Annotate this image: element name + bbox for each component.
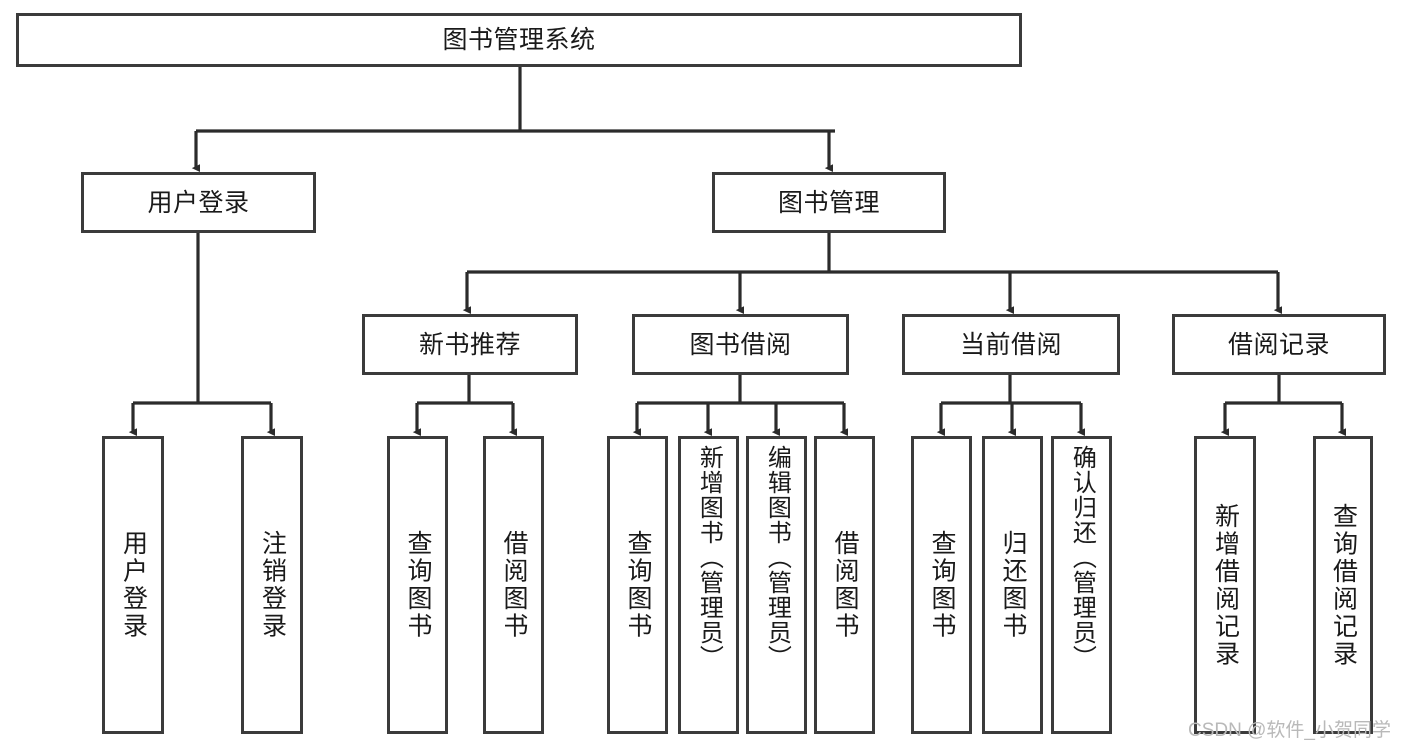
node-label: 当前借阅 — [959, 330, 1062, 359]
leaf-add-book-admin[interactable]: 新增图书（管理员） — [678, 436, 739, 734]
node-label: 归还图书 — [999, 530, 1027, 640]
node-label: 查询图书 — [404, 530, 432, 640]
node-borrow-record[interactable]: 借阅记录 — [1172, 314, 1386, 375]
leaf-logout[interactable]: 注销登录 — [241, 436, 303, 734]
node-label: 用户登录 — [119, 530, 148, 640]
leaf-user-login[interactable]: 用户登录 — [102, 436, 164, 734]
node-label: 查询图书 — [624, 530, 652, 640]
node-current-borrow[interactable]: 当前借阅 — [902, 314, 1120, 375]
node-label: 图书借阅 — [689, 330, 792, 359]
leaf-borrow-book[interactable]: 借阅图书 — [814, 436, 875, 734]
leaf-borrow-book-newbook[interactable]: 借阅图书 — [483, 436, 544, 734]
node-label: 编辑图书（管理员） — [763, 445, 791, 670]
node-book-management[interactable]: 图书管理 — [712, 172, 946, 233]
node-new-book-recommend[interactable]: 新书推荐 — [362, 314, 578, 375]
node-book-management-system[interactable]: 图书管理系统 — [16, 13, 1022, 67]
watermark: CSDN @软件_小贺同学 — [1188, 720, 1391, 741]
node-label: 确认归还（管理员） — [1068, 445, 1096, 670]
node-label: 查询图书 — [928, 530, 956, 640]
node-label: 用户登录 — [147, 188, 250, 217]
node-user-login[interactable]: 用户登录 — [81, 172, 316, 233]
leaf-query-book-current[interactable]: 查询图书 — [911, 436, 972, 734]
node-label: 新书推荐 — [418, 330, 521, 359]
leaf-query-book-newbook[interactable]: 查询图书 — [387, 436, 448, 734]
leaf-confirm-return-admin[interactable]: 确认归还（管理员） — [1051, 436, 1112, 734]
leaf-query-book-borrow[interactable]: 查询图书 — [607, 436, 668, 734]
node-label: 图书管理系统 — [442, 26, 596, 54]
node-label: 新增图书（管理员） — [695, 445, 723, 670]
leaf-edit-book-admin[interactable]: 编辑图书（管理员） — [746, 436, 807, 734]
node-label: 新增借阅记录 — [1211, 502, 1240, 668]
leaf-add-borrow-record[interactable]: 新增借阅记录 — [1194, 436, 1256, 734]
node-label: 图书管理 — [777, 188, 880, 217]
node-label: 借阅记录 — [1227, 330, 1330, 359]
node-book-borrow[interactable]: 图书借阅 — [632, 314, 849, 375]
leaf-query-borrow-record[interactable]: 查询借阅记录 — [1313, 436, 1373, 734]
node-label: 借阅图书 — [500, 530, 528, 640]
leaf-return-book[interactable]: 归还图书 — [982, 436, 1043, 734]
node-label: 借阅图书 — [831, 530, 859, 640]
node-label: 查询借阅记录 — [1329, 502, 1358, 668]
node-label: 注销登录 — [258, 530, 287, 640]
